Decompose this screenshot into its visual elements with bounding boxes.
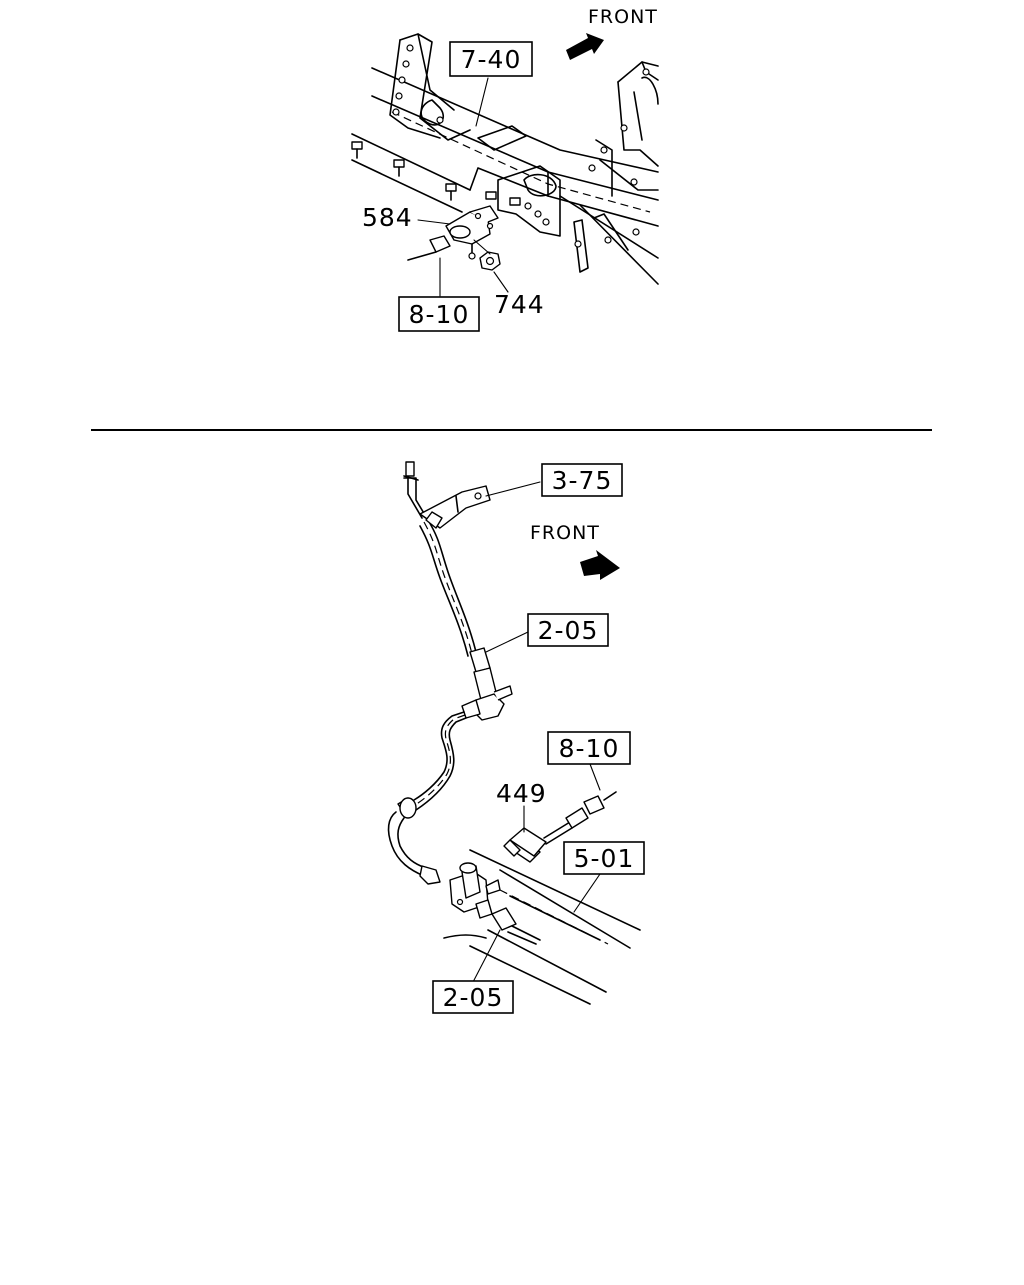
callout-2-05-upper: 2-05 — [527, 613, 609, 647]
leader-3-75 — [485, 481, 541, 497]
callout-3-75: 3-75 — [541, 463, 623, 497]
cross-member-bracket — [485, 165, 561, 237]
callout-449-text: 449 — [496, 779, 547, 808]
bottom-diagram: FRONT 3-75 2-05 8-10 449 5-01 2-05 — [387, 461, 645, 1014]
callout-8-10-top: 8-10 — [398, 296, 480, 332]
brake-line — [387, 711, 467, 885]
lower-hose-fitting — [491, 907, 541, 945]
part-584-sensor — [445, 205, 499, 260]
callout-744-text: 744 — [494, 290, 545, 319]
callout-2-05-lower: 2-05 — [432, 980, 514, 1014]
upper-brake-hose — [403, 461, 477, 657]
leader-8-10-bottom — [589, 763, 601, 791]
part-449-switch — [503, 791, 617, 863]
top-diagram: FRONT 7-40 584 8-10 744 — [351, 6, 659, 332]
front-arrow-bottom — [580, 550, 620, 580]
connector-8-10 — [407, 235, 451, 261]
frame-cross-member — [443, 849, 641, 1005]
front-arrow-top — [566, 33, 604, 60]
callout-8-10-bottom-text: 8-10 — [559, 734, 620, 763]
callout-2-05-upper-text: 2-05 — [538, 616, 599, 645]
rail-studs — [351, 141, 457, 201]
bracket-3-75 — [419, 485, 491, 529]
callout-584-text: 584 — [362, 203, 413, 232]
callout-5-01: 5-01 — [563, 841, 645, 875]
callout-8-10-bottom: 8-10 — [547, 731, 631, 765]
leader-7-40 — [475, 77, 489, 127]
front-label-bottom: FRONT — [530, 522, 600, 544]
front-label-top: FRONT — [588, 6, 658, 28]
frame-vertical-bracket — [389, 33, 471, 141]
callout-2-05-lower-text: 2-05 — [443, 983, 504, 1012]
callout-5-01-text: 5-01 — [574, 844, 635, 873]
hose-fitting-upper — [461, 647, 513, 721]
mounting-plate — [477, 125, 527, 151]
callout-8-10-top-text: 8-10 — [409, 300, 470, 329]
leader-2-05-lower — [471, 929, 501, 985]
leader-744 — [493, 271, 509, 293]
part-744-nut — [473, 239, 501, 271]
leader-2-05-upper — [485, 631, 529, 653]
callout-3-75-text: 3-75 — [552, 466, 613, 495]
leader-584 — [417, 219, 451, 225]
three-way-block — [449, 862, 501, 919]
frame-side-rail — [351, 67, 659, 285]
callout-7-40-text: 7-40 — [461, 45, 522, 74]
right-frame-structure — [573, 61, 659, 273]
callout-7-40: 7-40 — [449, 41, 533, 77]
leader-5-01 — [573, 873, 601, 913]
